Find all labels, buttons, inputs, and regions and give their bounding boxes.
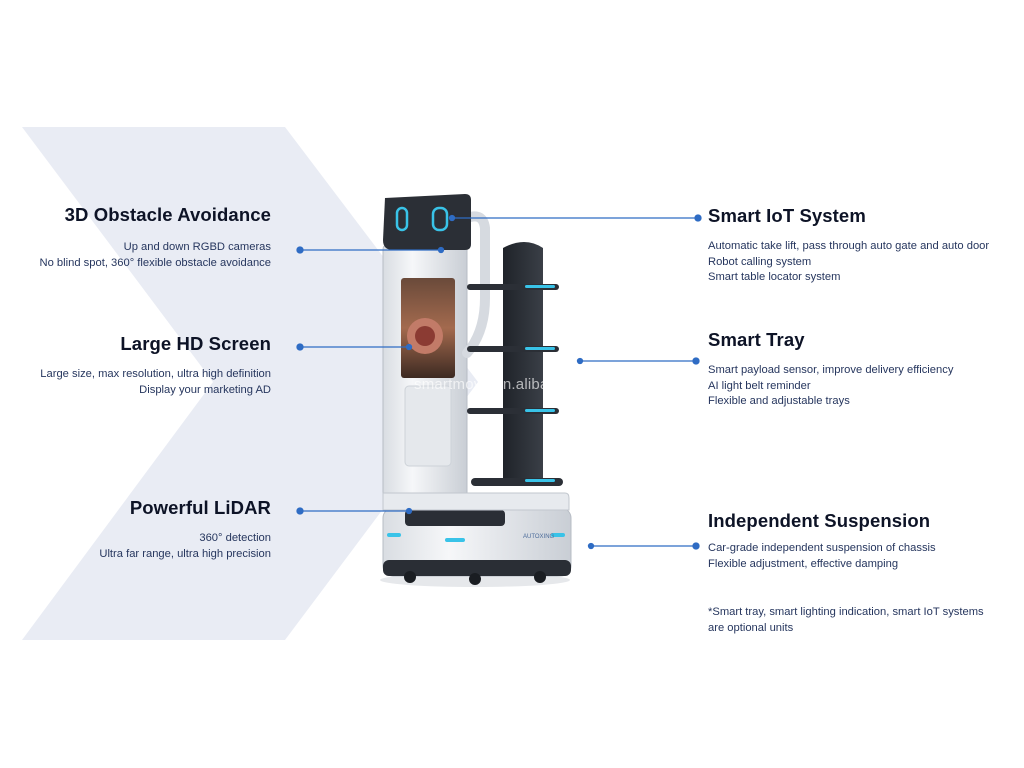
feature-line: Automatic take lift, pass through auto g… [708, 240, 990, 252]
feature-title: Smart Tray [708, 329, 805, 350]
feature-line: AI light belt reminder [708, 379, 811, 392]
robot-brand-label: AUTOXING [523, 534, 555, 540]
feature-line: 360° detection [199, 532, 271, 544]
feature-independent-suspension: Independent Suspension Car-grade indepen… [708, 510, 936, 572]
feature-line: Smart table locator system [708, 271, 841, 283]
feature-lidar: Powerful LiDAR 360° detection Ultra far … [99, 497, 271, 562]
feature-title: 3D Obstacle Avoidance [64, 204, 271, 225]
delivery-robot-image: AUTOXING [380, 194, 572, 587]
feature-hd-screen: Large HD Screen Large size, max resoluti… [40, 333, 271, 398]
watermark-text: smartmove.en.alibaba.com [414, 376, 599, 393]
feature-line: Ultra far range, ultra high precision [99, 547, 271, 560]
feature-line: No blind spot, 360° flexible obstacle av… [39, 256, 271, 269]
feature-line: Flexible and adjustable trays [708, 395, 850, 407]
feature-title: Large HD Screen [120, 333, 271, 354]
feature-title: Smart IoT System [708, 205, 866, 226]
feature-smart-tray: Smart Tray Smart payload sensor, improve… [708, 329, 953, 410]
feature-line: Large size, max resolution, ultra high d… [40, 368, 271, 380]
feature-line: Smart payload sensor, improve delivery e… [708, 364, 954, 376]
feature-line: Display your marketing AD [139, 383, 271, 396]
feature-line: Flexible adjustment, effective damping [708, 557, 899, 570]
footnote-line: are optional units [708, 621, 794, 634]
feature-title: Independent Suspension [708, 510, 931, 531]
footnote: *Smart tray, smart lighting indication, … [708, 605, 984, 636]
feature-iot-system: Smart IoT System Automatic take lift, pa… [708, 205, 989, 286]
footnote-line: *Smart tray, smart lighting indication, … [708, 606, 984, 618]
feature-title: Powerful LiDAR [129, 497, 271, 518]
feature-line: Car-grade independent suspension of chas… [708, 542, 936, 554]
feature-line: Robot calling system [708, 255, 812, 268]
feature-line: Up and down RGBD cameras [123, 241, 271, 253]
feature-obstacle-avoidance: 3D Obstacle Avoidance Up and down RGBD c… [40, 204, 271, 271]
